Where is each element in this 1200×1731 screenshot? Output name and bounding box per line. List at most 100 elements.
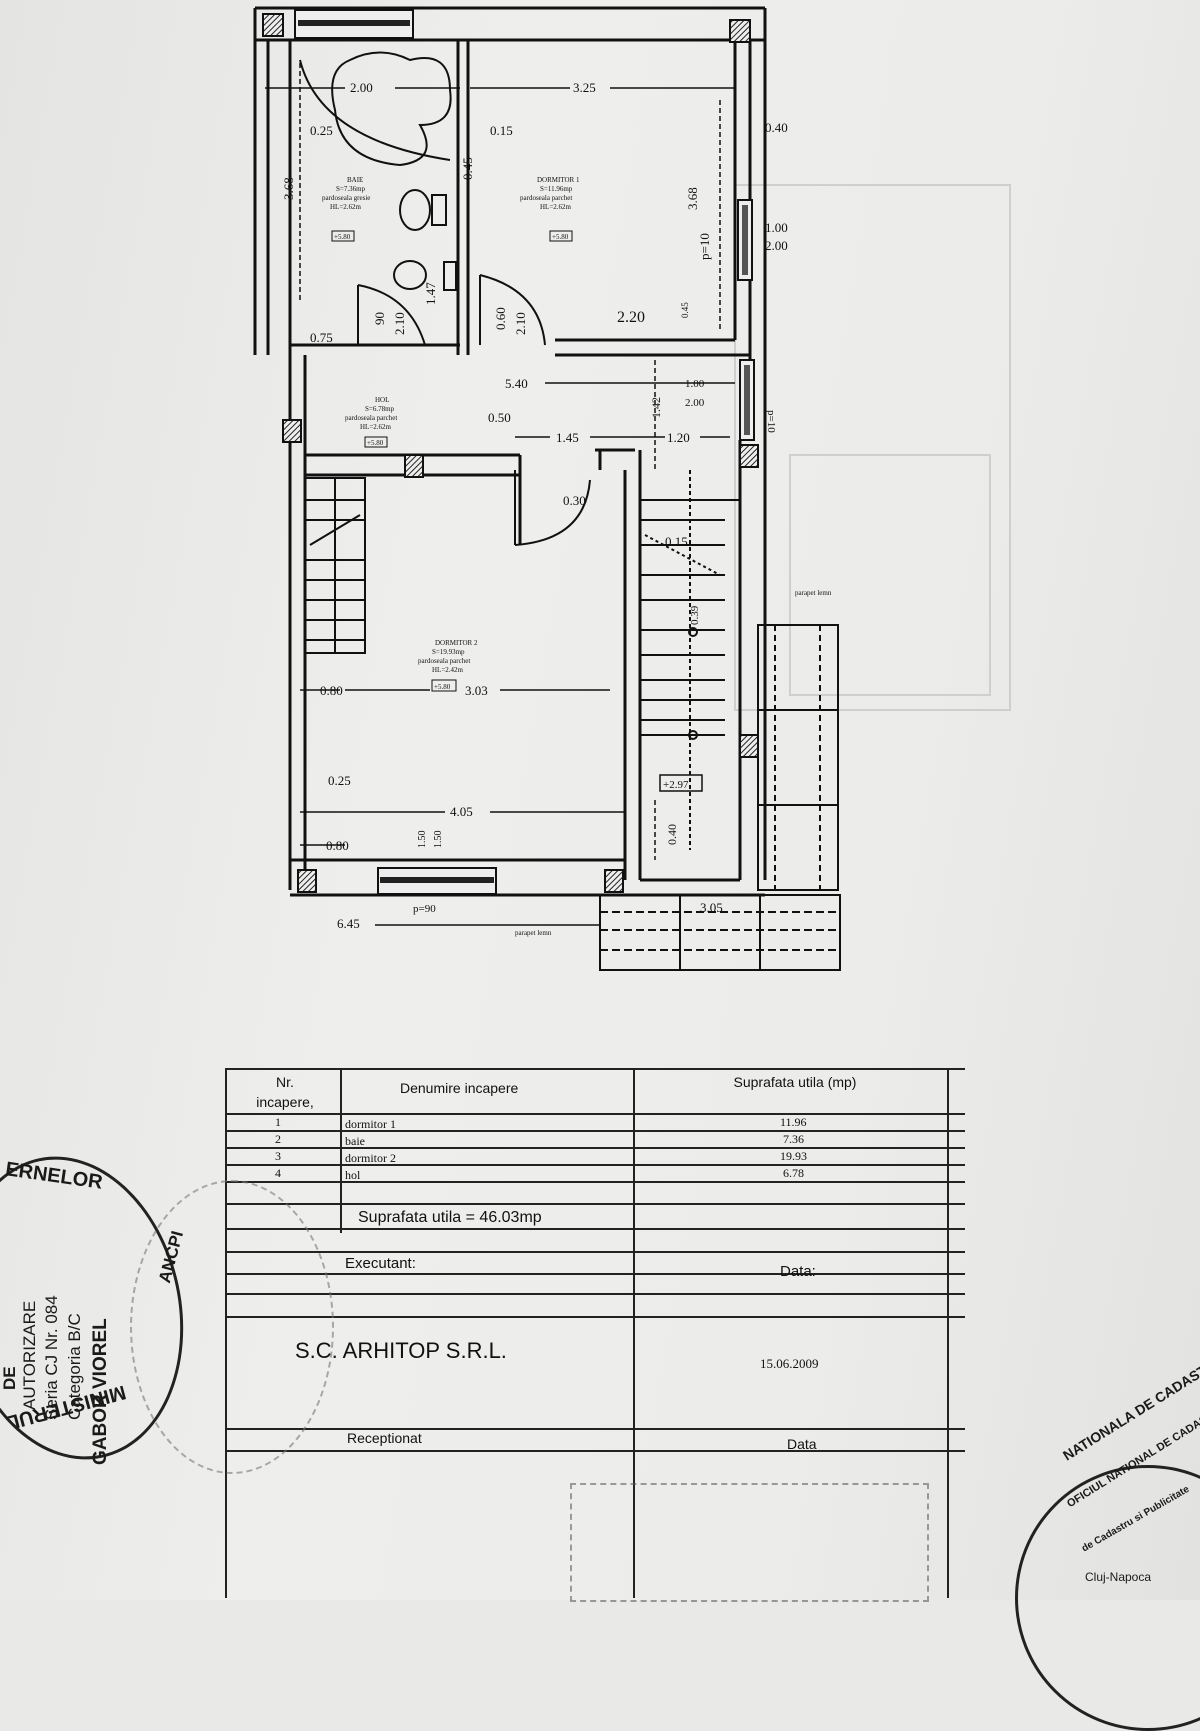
table-rule bbox=[225, 1273, 965, 1275]
dim-0-40: 0.40 bbox=[765, 120, 788, 135]
row-2-area: 7.36 bbox=[783, 1132, 804, 1146]
dim-0-80-top: 0.80 bbox=[320, 683, 343, 698]
cadastre-stamp bbox=[1015, 1465, 1200, 1731]
svg-text:pardoseala parchet: pardoseala parchet bbox=[418, 657, 470, 665]
dimension-lines bbox=[265, 60, 735, 926]
dim-2-20: 2.20 bbox=[617, 309, 645, 326]
table-rule bbox=[225, 1147, 965, 1149]
terrace bbox=[599, 624, 841, 971]
svg-text:DORMITOR 1: DORMITOR 1 bbox=[537, 176, 580, 184]
stairs-left bbox=[304, 477, 366, 654]
stairs-right bbox=[640, 470, 740, 850]
ghost-print bbox=[734, 184, 1011, 711]
table-rule bbox=[225, 1113, 965, 1115]
dim-0-40-stair: 0.40 bbox=[665, 824, 679, 845]
table-rule bbox=[225, 1203, 965, 1205]
header-area: Suprafata utila (mp) bbox=[733, 1074, 857, 1090]
dim-3-68-right: 3.68 bbox=[685, 187, 700, 210]
dim-0-39: 0.39 bbox=[689, 605, 701, 625]
bathtub bbox=[331, 51, 452, 167]
faded-round-stamp bbox=[130, 1180, 334, 1474]
dim-1-00-window: 1.00 bbox=[765, 220, 788, 235]
stair-level-box bbox=[659, 774, 703, 792]
svg-text:+5.80: +5.80 bbox=[334, 233, 351, 241]
parapet-label-right: parapet lemn bbox=[795, 589, 832, 597]
svg-text:pardoseala gresie: pardoseala gresie bbox=[322, 194, 370, 202]
table-border-right bbox=[947, 1068, 949, 1598]
window-right-2-glass bbox=[744, 365, 750, 435]
room-label-dormitor-2: DORMITOR 2 S=19.93mp pardoseala parchet … bbox=[418, 639, 478, 692]
total-area: Suprafata utila = 46.03mp bbox=[358, 1209, 542, 1226]
dim-2-10-baie: 2.10 bbox=[392, 312, 407, 335]
stair-level: +2.97 bbox=[663, 779, 689, 791]
dim-p10-top: p=10 bbox=[697, 233, 712, 260]
row-1-nr: 1 bbox=[275, 1115, 281, 1129]
table-rule bbox=[225, 1068, 965, 1070]
cadastre-city: Cluj-Napoca bbox=[1085, 1570, 1152, 1584]
dim-3-68-left: 3.68 bbox=[281, 177, 296, 200]
table-rule bbox=[225, 1428, 965, 1430]
svg-text:+5.80: +5.80 bbox=[434, 683, 451, 691]
dim-0-45-vertical: 0.45 bbox=[460, 157, 475, 180]
row-1-name: dormitor 1 bbox=[345, 1117, 396, 1131]
dim-2-00-window2: 2.00 bbox=[685, 397, 705, 409]
sink-counter bbox=[431, 194, 447, 226]
row-3-area: 19.93 bbox=[780, 1149, 807, 1163]
sink bbox=[399, 189, 431, 231]
dim-0-50: 0.50 bbox=[488, 410, 511, 425]
dim-0-30: 0.30 bbox=[563, 493, 586, 508]
room-label-baie: BAIE S=7.36mp pardoseala gresie HL=2.62m… bbox=[322, 176, 370, 242]
dim-6-45: 6.45 bbox=[337, 916, 360, 931]
window-bottom-glass bbox=[380, 877, 494, 883]
svg-text:HL=2.62m: HL=2.62m bbox=[540, 203, 572, 211]
room-label-hol: HOL S=6.78mp pardoseala parchet HL=2.62m… bbox=[345, 396, 397, 448]
dim-3-25: 3.25 bbox=[573, 80, 596, 95]
window-top-glass bbox=[298, 20, 410, 26]
table-rule bbox=[225, 1228, 965, 1230]
walls bbox=[253, 6, 767, 897]
table-col-divider bbox=[633, 1068, 635, 1598]
receptionat-date-label: Data bbox=[787, 1436, 817, 1452]
toilet bbox=[393, 260, 427, 290]
window-right-1-glass bbox=[742, 205, 748, 275]
header-nr: Nr. incapere, bbox=[256, 1074, 314, 1110]
header-name: Denumire incapere bbox=[400, 1080, 519, 1096]
room-label-dormitor-1: DORMITOR 1 S=11.96mp pardoseala parchet … bbox=[520, 176, 580, 242]
svg-text:pardoseala parchet: pardoseala parchet bbox=[345, 414, 397, 422]
table-rule bbox=[225, 1293, 965, 1295]
dim-0-25-top: 0.25 bbox=[310, 123, 333, 138]
dim-1-47: 1.47 bbox=[423, 282, 438, 305]
svg-text:S=19.93mp: S=19.93mp bbox=[432, 648, 465, 656]
svg-text:HOL: HOL bbox=[375, 396, 389, 404]
table-rule bbox=[225, 1316, 965, 1318]
dim-p10-bottom: p=10 bbox=[765, 410, 777, 433]
dim-0-25-bottom: 0.25 bbox=[328, 773, 351, 788]
svg-text:+5.80: +5.80 bbox=[367, 439, 384, 447]
row-3-nr: 3 bbox=[275, 1149, 281, 1163]
table-rule bbox=[225, 1181, 965, 1183]
dim-0-45b: 0.45 bbox=[680, 302, 690, 318]
table-rule bbox=[225, 1251, 965, 1253]
dim-3-03: 3.03 bbox=[465, 683, 488, 698]
receptionat-label: Receptionat bbox=[347, 1430, 422, 1446]
dim-p90: p=90 bbox=[413, 903, 436, 915]
parapet-label-bottom: parapet lemn bbox=[515, 929, 552, 937]
dim-0-80-bottom: 0.80 bbox=[326, 838, 349, 853]
dim-1-20: 1.20 bbox=[667, 430, 690, 445]
svg-text:HL=2.62m: HL=2.62m bbox=[360, 423, 392, 431]
dim-1-50a: 1.50 bbox=[417, 831, 428, 849]
official-stamp-box bbox=[570, 1483, 929, 1602]
dim-2-00-window: 2.00 bbox=[765, 238, 788, 253]
dim-2-10-dormitor: 2.10 bbox=[513, 312, 528, 335]
executant-date: 15.06.2009 bbox=[760, 1356, 819, 1371]
dim-3-05: 3.05 bbox=[700, 900, 723, 915]
svg-text:HL=2.42m: HL=2.42m bbox=[432, 666, 464, 674]
table-col-divider bbox=[340, 1068, 342, 1233]
executant-label: Executant: bbox=[345, 1255, 416, 1272]
toilet-tank bbox=[443, 261, 457, 291]
svg-text:BAIE: BAIE bbox=[347, 176, 363, 184]
row-1-area: 11.96 bbox=[780, 1115, 807, 1129]
svg-text:S=6.78mp: S=6.78mp bbox=[365, 405, 395, 413]
dim-4-05: 4.05 bbox=[450, 804, 473, 819]
